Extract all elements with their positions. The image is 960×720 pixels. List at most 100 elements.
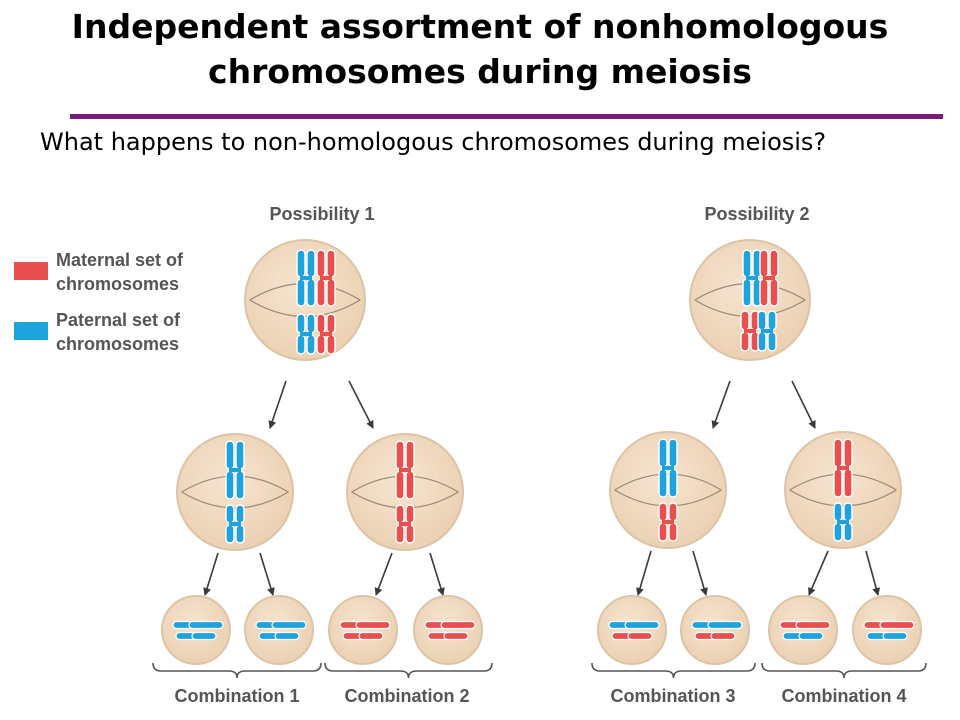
cell: [413, 595, 483, 665]
combination-brace: [324, 662, 493, 679]
cell: [680, 595, 750, 665]
chromatid: [405, 440, 415, 470]
chromatid: [316, 334, 326, 355]
cell: [852, 595, 922, 665]
centromere: [229, 468, 241, 472]
chromatid: [843, 468, 853, 498]
daughter-chromosome: [879, 620, 915, 630]
chromatid: [740, 310, 750, 331]
chromatid: [757, 310, 767, 331]
spindle-fiber: [789, 473, 897, 491]
centromere: [662, 466, 674, 470]
arrow: [203, 552, 219, 596]
centromere: [763, 276, 775, 280]
chromatid: [306, 334, 316, 355]
chromatid: [405, 504, 415, 524]
question-text: What happens to non-homologous chromosom…: [40, 128, 827, 156]
spindle-fiber: [614, 489, 722, 507]
centromere: [300, 276, 312, 280]
chromatid: [395, 524, 405, 544]
chromatid: [833, 502, 843, 522]
chromatid: [668, 522, 678, 542]
cell: [346, 433, 464, 551]
centromere: [837, 466, 849, 470]
daughter-chromosome: [191, 631, 217, 641]
cell: [244, 595, 314, 665]
arrow: [692, 550, 708, 596]
daughter-chromosome: [798, 631, 824, 641]
centromere: [229, 522, 241, 526]
maternal-swatch: [14, 262, 48, 280]
combination-3-label: Combination 3: [611, 686, 736, 706]
arrow: [429, 552, 445, 596]
title-divider: [70, 114, 943, 119]
cell: [609, 431, 727, 549]
chromatid: [769, 278, 779, 307]
cell: [176, 433, 294, 551]
daughter-chromosome: [443, 631, 469, 641]
chromatid: [757, 331, 767, 352]
arrow: [711, 380, 731, 429]
cell: [784, 431, 902, 549]
chromatid: [326, 313, 336, 334]
daughter-chromosome: [188, 620, 224, 630]
chromatid: [395, 504, 405, 524]
arrow: [259, 552, 275, 596]
daughter-chromosome: [624, 620, 660, 630]
cell: [161, 595, 231, 665]
spindle-fiber: [351, 475, 459, 493]
legend-paternal-line2: chromosomes: [56, 334, 179, 354]
possibility-1-label: Possibility 1: [269, 204, 374, 224]
centromere: [744, 329, 756, 333]
legend-maternal-line1: Maternal set of: [56, 250, 184, 270]
chromatid: [395, 470, 405, 500]
arrow: [865, 550, 881, 596]
chromatid: [658, 468, 668, 498]
daughter-chromosome: [440, 620, 476, 630]
daughter-chromosome: [355, 620, 391, 630]
chromatid: [306, 249, 316, 278]
daughter-chromosome: [882, 631, 908, 641]
chromatid: [306, 278, 316, 307]
arrow: [808, 550, 829, 596]
spindle-fiber: [614, 473, 722, 491]
combination-4-label: Combination 4: [782, 686, 907, 706]
page-title: Independent assortment of nonhomologous …: [71, 7, 889, 91]
chromatid: [296, 278, 306, 307]
chromatid: [833, 522, 843, 542]
daughter-chromosome: [274, 631, 300, 641]
centromere: [662, 520, 674, 524]
spindle-fiber: [694, 299, 806, 318]
chromatid: [658, 502, 668, 522]
cell: [768, 595, 838, 665]
chromatid: [658, 522, 668, 542]
chromatid: [742, 278, 752, 307]
chromatid: [326, 278, 336, 307]
cell: [328, 595, 398, 665]
chromatid: [759, 278, 769, 307]
centromere: [761, 329, 773, 333]
centromere: [399, 468, 411, 472]
chromatid: [235, 524, 245, 544]
arrow: [791, 380, 816, 429]
chromatid: [296, 249, 306, 278]
chromatid: [658, 438, 668, 468]
arrow: [636, 550, 652, 596]
arrow: [374, 552, 393, 596]
daughter-chromosome: [627, 631, 653, 641]
centromere: [300, 332, 312, 336]
centromere: [746, 276, 758, 280]
daughter-chromosome: [271, 620, 307, 630]
combination-brace: [761, 662, 927, 679]
chromatid: [225, 524, 235, 544]
chromatid: [296, 313, 306, 334]
chromatid: [759, 249, 769, 278]
spindle-fiber: [789, 489, 897, 507]
chromatid: [316, 278, 326, 307]
combination-brace: [591, 662, 756, 679]
chromatid: [316, 313, 326, 334]
centromere: [399, 522, 411, 526]
chromatid: [395, 440, 405, 470]
combination-2-label: Combination 2: [345, 686, 470, 706]
